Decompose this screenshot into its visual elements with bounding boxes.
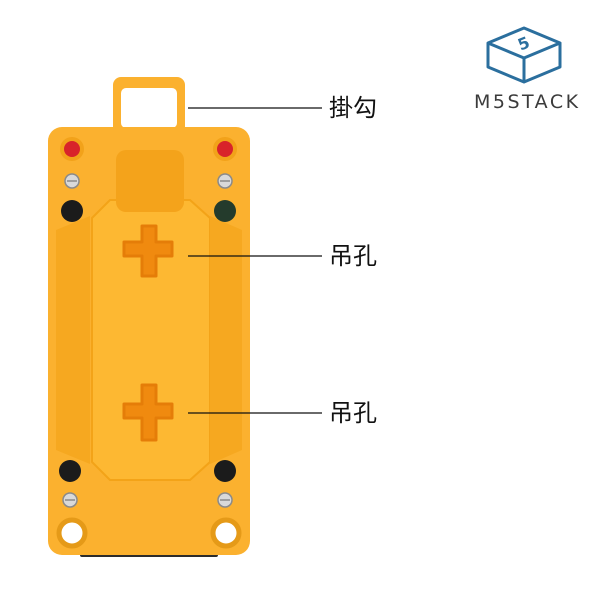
logo-glyph: 5 [515, 33, 532, 55]
red-indicator-right [217, 141, 233, 157]
brand-name: M5STACK [474, 91, 581, 113]
corner-hole-left [59, 520, 85, 546]
black-button-top-right[interactable] [214, 200, 236, 222]
callout-hook-label: 掛勾 [329, 96, 377, 120]
red-indicator-left [64, 141, 80, 157]
enclosure-body [48, 127, 250, 555]
callout-hole-lower-label: 吊孔 [329, 401, 377, 425]
callout-hole-upper-label: 吊孔 [329, 244, 377, 268]
black-button-bottom-right[interactable] [214, 460, 236, 482]
black-button-bottom-left[interactable] [59, 460, 81, 482]
black-button-top-left[interactable] [61, 200, 83, 222]
corner-hole-right [213, 520, 239, 546]
